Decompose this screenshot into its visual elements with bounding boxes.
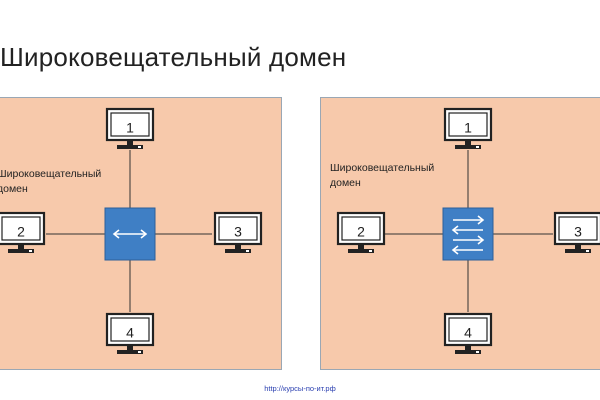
pc-label: 2: [17, 224, 25, 240]
pc-label: 4: [464, 325, 472, 341]
label-line-1: Широковещательный: [0, 168, 102, 180]
pc-label: 3: [574, 224, 582, 240]
pc-left-4: 4: [105, 312, 155, 356]
pc-right-3: 3: [553, 211, 600, 255]
pc-right-2: 2: [336, 211, 386, 255]
switch-device: [442, 207, 494, 261]
label-line-2: домен: [330, 177, 361, 189]
pc-left-3: 3: [213, 211, 263, 255]
broadcast-domain-label-right: Широковещательный домен: [330, 161, 434, 191]
footer-url-link[interactable]: http://курсы-по-ит.рф: [264, 384, 336, 393]
label-line-1: Широковещательный: [330, 162, 435, 174]
pc-left-2: 2: [0, 211, 46, 255]
pc-left-1: 1: [105, 107, 155, 151]
broadcast-domain-label-left: Широковещательный домен: [0, 167, 101, 197]
pc-label: 1: [126, 120, 134, 136]
switch-arrows-icon: [451, 215, 485, 255]
pc-label: 3: [234, 224, 242, 240]
slide-title: Широковещательный домен: [0, 42, 347, 72]
diagram-left-hub: 1 2 3 4: [0, 107, 263, 356]
pc-label: 4: [126, 325, 134, 341]
pc-right-4: 4: [443, 312, 493, 356]
double-arrow-icon: [112, 229, 148, 239]
pc-label: 2: [357, 224, 365, 240]
pc-label: 1: [464, 120, 472, 136]
label-line-2: домен: [0, 183, 28, 195]
pc-right-1: 1: [443, 107, 493, 151]
diagram-right-switch: 1 2 3 4: [336, 107, 600, 356]
